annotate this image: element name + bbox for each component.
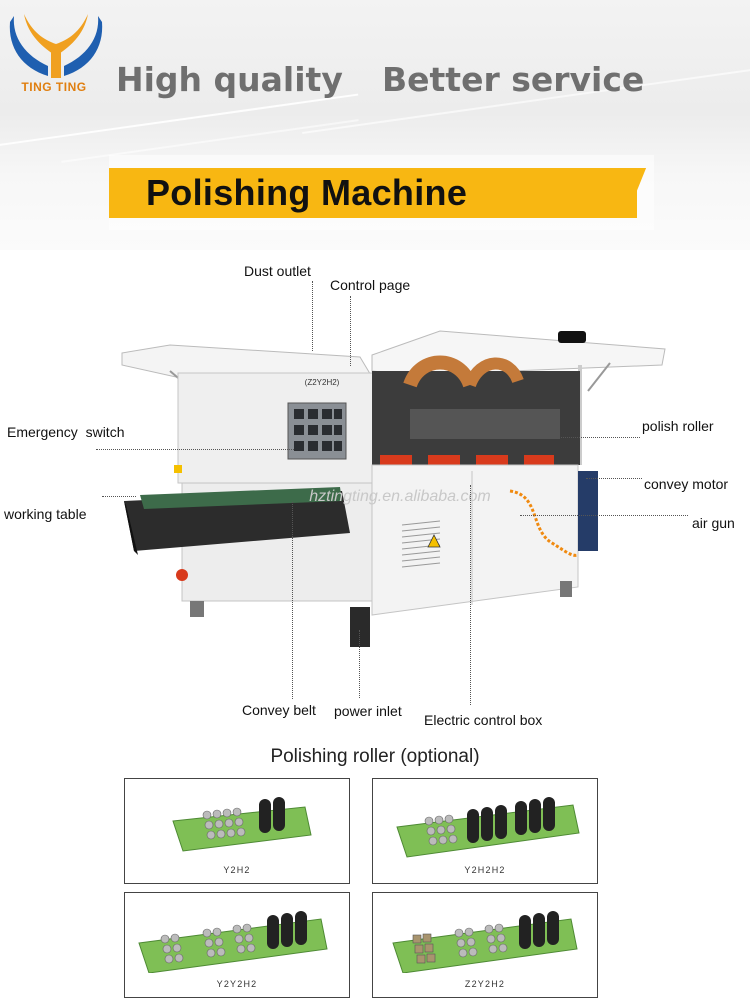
slogan-quality: High quality (116, 60, 343, 99)
label-polish-roller: polish roller (642, 418, 714, 434)
label-electric-control-box: Electric control box (424, 712, 543, 728)
svg-text:hztingting.en.alibaba.com: hztingting.en.alibaba.com (309, 488, 490, 505)
label-convey-motor: convey motor (644, 476, 729, 492)
roller-config-label: Y2Y2H2 (216, 979, 258, 989)
roller-config-diagram (392, 911, 578, 974)
roller-config-panel: Y2H2H2 (372, 778, 598, 884)
roller-config-panel: Z2Y2H2 (372, 892, 598, 998)
roller-config-diagram (138, 911, 328, 974)
roller-config-label: Y2H2H2 (464, 865, 506, 875)
callout-line (359, 630, 360, 698)
svg-text:(Z2Y2H2): (Z2Y2H2) (305, 378, 340, 387)
label-air-gun: air gun (692, 515, 735, 531)
tingting-logo (9, 14, 103, 78)
callout-line (96, 449, 294, 450)
callout-line (102, 496, 136, 497)
brand-name: TING TING (21, 80, 87, 94)
label-convey-belt: Convey belt (242, 702, 316, 718)
roller-config-label: Y2H2 (223, 865, 251, 875)
page-title: Polishing Machine (146, 172, 468, 213)
label-working-table: working table (4, 506, 87, 522)
roller-config-panel: Y2Y2H2 (124, 892, 350, 998)
callout-line (520, 515, 688, 516)
roller-config-diagram (396, 797, 580, 858)
callout-line (350, 296, 351, 366)
roller-config-label: Z2Y2H2 (464, 979, 506, 989)
roller-config-diagram (172, 797, 312, 852)
roller-config-panel: Y2H2 (124, 778, 350, 884)
label-power-inlet: power inlet (334, 703, 402, 719)
label-control-page: Control page (330, 277, 411, 293)
callout-line (550, 437, 640, 438)
polishing-machine-illustration: (Z2Y2H2) hztingting.en.alibaba.com (121, 330, 666, 647)
optional-rollers-title: Polishing roller (optional) (270, 746, 480, 767)
callout-line (586, 478, 642, 479)
title-banner (109, 168, 637, 218)
callout-line (312, 281, 313, 351)
callout-line (292, 502, 293, 699)
callout-line (470, 485, 471, 705)
label-dust-outlet: Dust outlet (244, 263, 311, 279)
slogan-service: Better service (382, 60, 645, 99)
label-emergency-switch: Emergency switch (7, 424, 125, 440)
